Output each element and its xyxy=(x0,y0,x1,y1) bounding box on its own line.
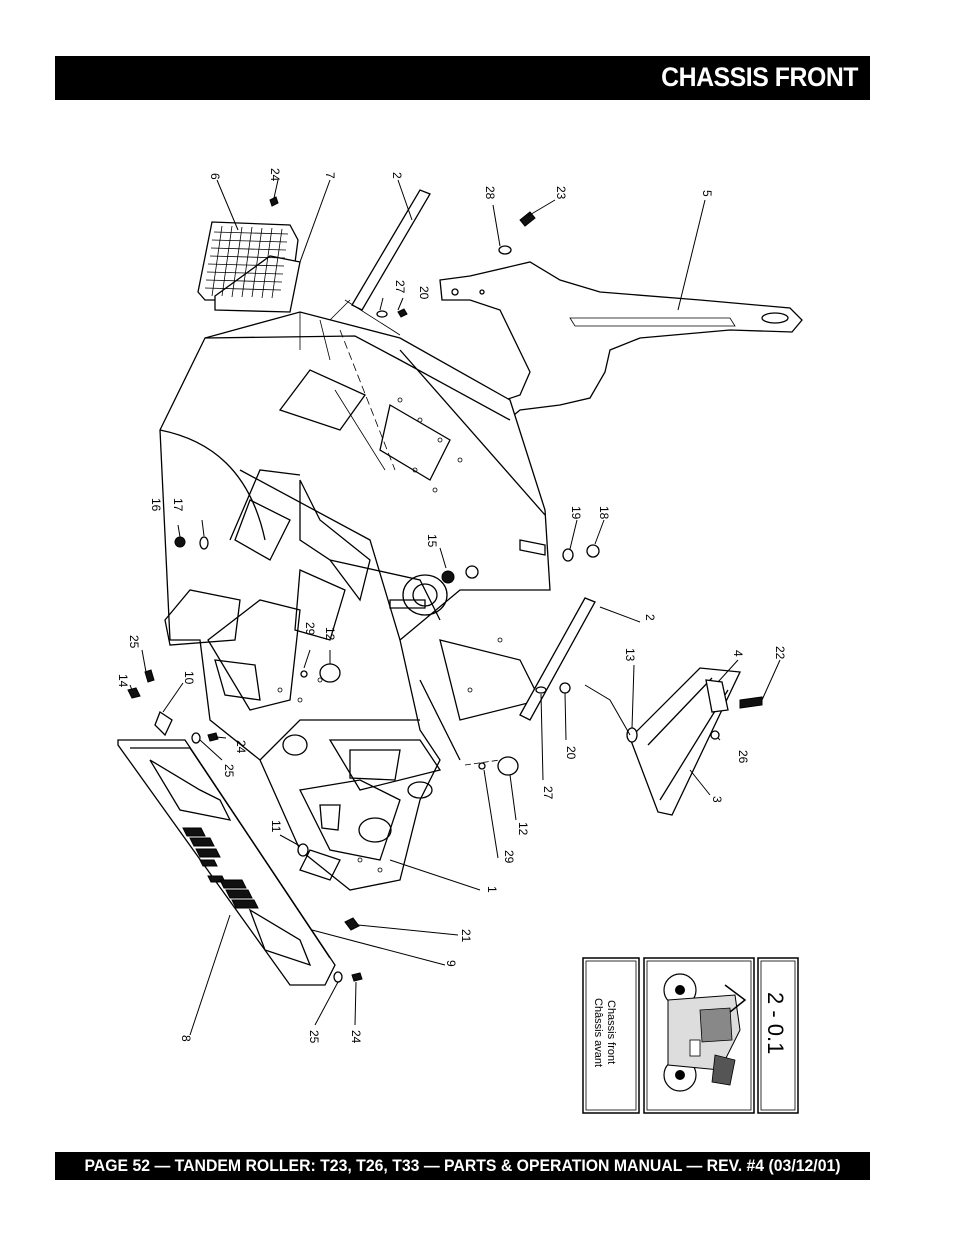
callout-24: 24 xyxy=(268,168,282,182)
callout-5: 5 xyxy=(700,190,714,197)
reference-inset: 2 - 0.1 Chassis front Châssis avant xyxy=(582,957,799,1114)
callout-27-lower: 27 xyxy=(541,786,555,800)
bolt-24-top xyxy=(269,196,279,207)
callout-26: 26 xyxy=(736,750,750,764)
part-2-bar-right xyxy=(519,597,596,721)
callout-10: 10 xyxy=(182,671,196,685)
callout-25: 25 xyxy=(127,635,141,649)
callout-12-lower: 12 xyxy=(516,822,530,836)
callout-6: 6 xyxy=(208,173,222,180)
callout-3: 3 xyxy=(710,796,724,803)
callout-1: 1 xyxy=(485,886,499,893)
callout-9: 9 xyxy=(444,960,458,967)
inset-label-fr: Châssis avant xyxy=(592,998,604,1067)
footer-bar: PAGE 52 — TANDEM ROLLER: T23, T26, T33 —… xyxy=(55,1152,870,1180)
callout-29: 29 xyxy=(303,622,317,636)
callout-2: 2 xyxy=(390,172,404,179)
callout-22: 22 xyxy=(773,646,787,660)
callout-23: 23 xyxy=(554,186,568,200)
callout-4: 4 xyxy=(731,650,745,657)
plug-18 xyxy=(586,544,600,558)
callout-2-right: 2 xyxy=(643,614,657,621)
callout-11: 11 xyxy=(269,820,283,833)
callout-24-bottom: 24 xyxy=(349,1030,363,1044)
callout-15: 15 xyxy=(425,534,439,548)
bolt-20-top xyxy=(397,308,408,318)
callout-25-bottom: 25 xyxy=(307,1030,321,1044)
callout-27: 27 xyxy=(393,280,407,294)
ring-17 xyxy=(199,536,209,550)
callout-18: 18 xyxy=(597,506,611,520)
part-10 xyxy=(154,711,173,737)
inset-code: 2 - 0.1 xyxy=(763,992,788,1054)
bumper-12a xyxy=(319,663,341,683)
callout-28: 28 xyxy=(483,186,497,200)
roller-thumbnail-icon xyxy=(663,973,747,1092)
bolt-24c xyxy=(351,972,363,982)
part-11 xyxy=(297,843,309,857)
callout-21: 21 xyxy=(459,929,473,943)
part-5-bracket xyxy=(439,261,803,422)
callout-29-lower: 29 xyxy=(502,850,516,864)
bolt-23 xyxy=(519,211,536,227)
callout-8: 8 xyxy=(179,1035,193,1042)
bumper-13 xyxy=(626,727,638,743)
ring-19 xyxy=(562,548,574,562)
nut-14 xyxy=(127,687,141,699)
callout-24-mid: 24 xyxy=(234,740,248,754)
callout-12: 12 xyxy=(323,627,337,641)
bolt-22 xyxy=(739,696,763,709)
part-8-side-panel xyxy=(117,739,336,986)
plug-16 xyxy=(174,536,186,548)
bolt-21 xyxy=(344,917,360,931)
page-footer: PAGE 52 — TANDEM ROLLER: T23, T26, T33 —… xyxy=(84,1156,841,1175)
callout-19: 19 xyxy=(569,506,583,520)
callout-16: 16 xyxy=(149,498,163,512)
part-3-footplate xyxy=(629,667,741,816)
callout-7: 7 xyxy=(323,172,337,179)
bumper-12b xyxy=(497,756,519,776)
callout-17: 17 xyxy=(171,498,185,512)
part-1-chassis-frame xyxy=(159,299,551,891)
bolt-24b xyxy=(207,732,219,742)
callout-20: 20 xyxy=(417,286,431,300)
callout-25-mid: 25 xyxy=(222,764,236,778)
page-title: CHASSIS FRONT xyxy=(661,62,858,92)
callout-14: 14 xyxy=(116,674,130,688)
header-bar: CHASSIS FRONT xyxy=(55,56,870,100)
callout-13: 13 xyxy=(623,648,637,662)
inset-label-en: Chassis front xyxy=(605,1000,617,1064)
bolt-25a xyxy=(144,669,155,683)
fitting-15 xyxy=(441,570,455,584)
callout-20-lower: 20 xyxy=(564,746,578,760)
part-6-grille xyxy=(197,221,301,313)
